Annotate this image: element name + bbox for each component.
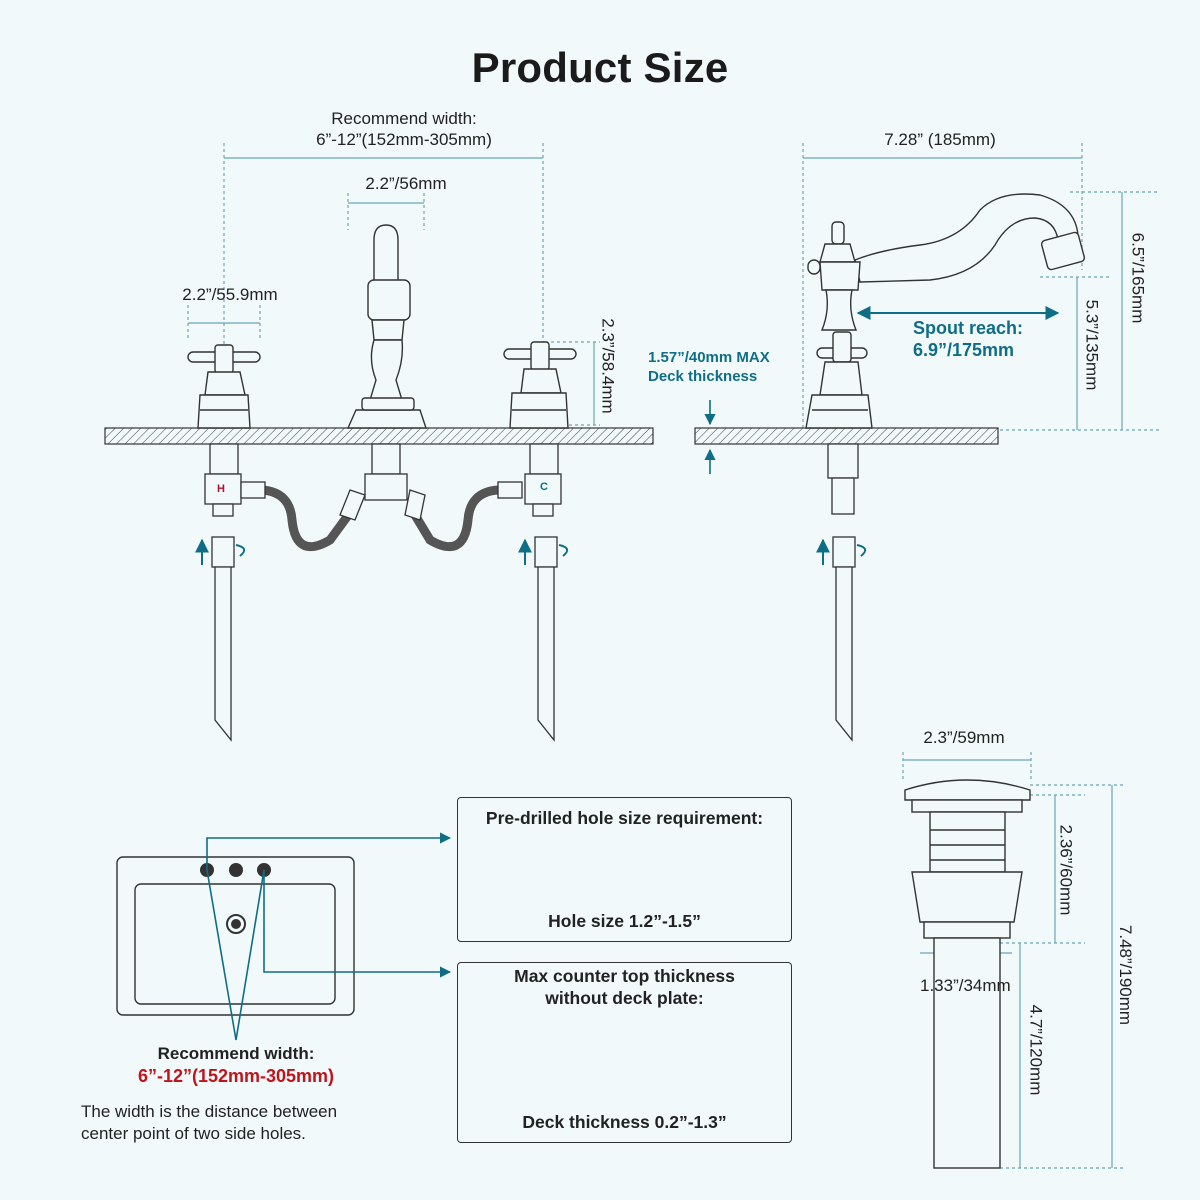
counter-box-caption: Deck thickness 0.2”-1.3”: [522, 1112, 727, 1132]
total-depth-label: 7.28” (185mm): [884, 130, 996, 149]
counter-thickness-box: Max counter top thickness without deck p…: [457, 962, 792, 1143]
hole-size-box: Pre-drilled hole size requirement: Hole …: [457, 797, 792, 942]
handle-width-label: 2.2”/55.9mm: [182, 285, 278, 304]
handle-height-label: 2.3”/58.4mm: [598, 318, 618, 414]
front-countertop: [104, 427, 654, 445]
hot-handle: [187, 344, 261, 429]
cold-handle: [503, 341, 577, 429]
supply-lines: [211, 536, 856, 742]
front-recommend-width-value: 6”-12”(152mm-305mm): [316, 130, 492, 149]
side-countertop: [694, 427, 999, 445]
counter-box-title-line1: Max counter top thickness: [514, 966, 735, 986]
front-dimension-lines: [187, 143, 600, 430]
total-height-label: 6.5”/165mm: [1128, 232, 1148, 324]
cold-label: C: [540, 481, 548, 493]
drain-total-height-label: 7.48”/190mm: [1116, 924, 1136, 1026]
page-title: Product Size: [471, 44, 729, 91]
sink-diagram: [116, 856, 355, 1016]
drain-assembly: [904, 779, 1031, 1169]
hole-box-caption: Hole size 1.2”-1.5”: [548, 911, 701, 931]
spout-reach-value: 6.9”/175mm: [913, 340, 1015, 360]
drain-lower-height-label: 4.7”/120mm: [1026, 1004, 1046, 1096]
sink-note-line1: The width is the distance between: [81, 1102, 338, 1121]
under-deck-parts: [204, 443, 562, 517]
deck-thickness-label: Deck thickness: [648, 368, 758, 385]
connecting-hoses: [257, 485, 503, 552]
sink-recommend-value: 6”-12”(152mm-305mm): [137, 1066, 335, 1086]
hole-box-title: Pre-drilled hole size requirement:: [485, 808, 764, 828]
sink-holes: [200, 863, 271, 934]
deck-thickness-value: 1.57”/40mm MAX: [648, 349, 770, 366]
hot-label: H: [217, 483, 225, 495]
counter-box-title-line2: without deck plate:: [545, 988, 704, 1008]
drain-cap-width-label: 2.3”/59mm: [923, 728, 1005, 747]
spout-width-label: 2.2”/56mm: [365, 174, 447, 193]
install-arrows: [195, 538, 867, 565]
spout-reach-label: Spout reach:: [913, 318, 1024, 338]
sink-note-line2: center point of two side holes.: [81, 1124, 306, 1143]
drain-upper-height-label: 2.36”/60mm: [1056, 824, 1076, 916]
spout-height-label: 5.3”/135mm: [1082, 299, 1102, 391]
front-recommend-width-label: Recommend width:: [331, 109, 477, 128]
side-faucet: [805, 193, 1086, 429]
sink-callout-lines: [206, 832, 452, 1041]
front-spout: [346, 224, 427, 429]
drain-pipe-width-label: 1.33”/34mm: [920, 976, 1011, 995]
sink-recommend-label: Recommend width:: [157, 1044, 315, 1063]
